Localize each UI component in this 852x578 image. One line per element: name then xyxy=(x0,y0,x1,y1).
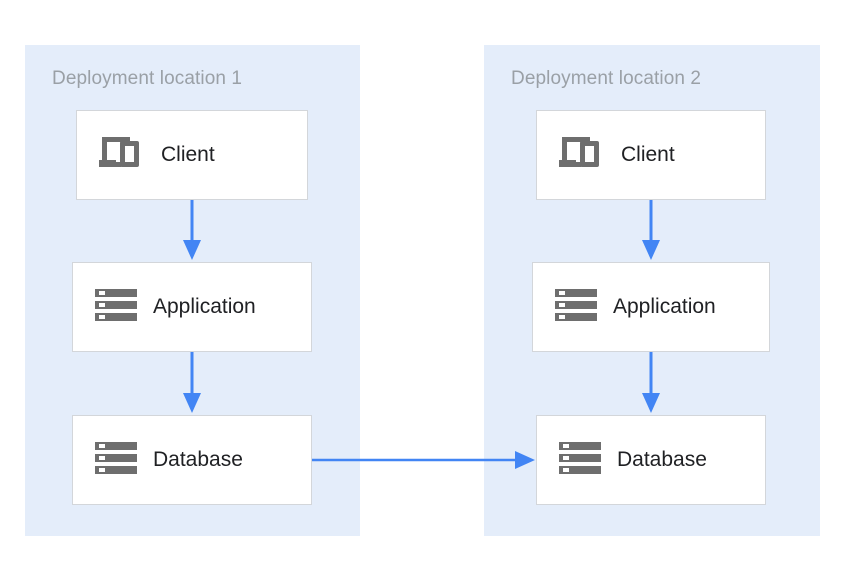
node-client-2-label: Client xyxy=(621,143,675,166)
node-application-1-label: Application xyxy=(153,295,256,318)
storage-icon xyxy=(95,287,137,328)
node-client-2[interactable]: Client xyxy=(536,110,766,200)
zone-2-label: Deployment location 2 xyxy=(511,68,702,89)
node-database-1[interactable]: Database xyxy=(72,415,312,505)
storage-icon xyxy=(95,440,137,481)
devices-icon xyxy=(99,135,145,176)
node-application-1[interactable]: Application xyxy=(72,262,312,352)
node-database-2-label: Database xyxy=(617,448,707,471)
node-client-1[interactable]: Client xyxy=(76,110,308,200)
node-application-2[interactable]: Application xyxy=(532,262,770,352)
devices-icon xyxy=(559,135,605,176)
node-application-2-label: Application xyxy=(613,295,716,318)
node-client-1-label: Client xyxy=(161,143,215,166)
zone-1-label: Deployment location 1 xyxy=(52,68,243,89)
node-database-1-label: Database xyxy=(153,448,243,471)
node-database-2[interactable]: Database xyxy=(536,415,766,505)
storage-icon xyxy=(555,287,597,328)
storage-icon xyxy=(559,440,601,481)
